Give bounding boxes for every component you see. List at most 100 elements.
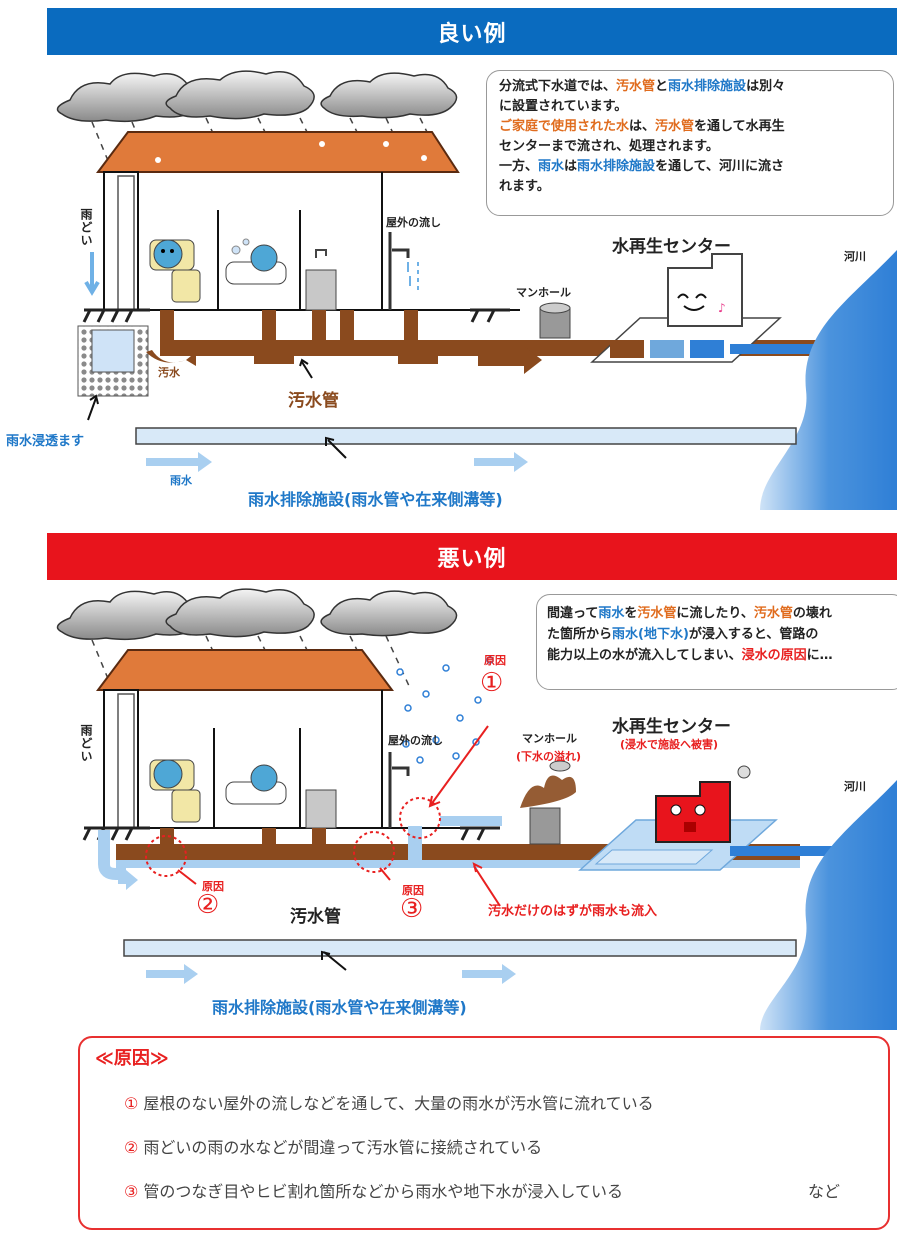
storm-facility-label: 雨水排除施設(雨水管や在来側溝等) <box>212 998 467 1017</box>
explanation-segment: は別々 <box>746 79 786 94</box>
explanation-line: センターまで流され、処理されます。 <box>499 137 881 157</box>
good-explanation-box: 分流式下水道では、汚水管と雨水排除施設は別々に設置されています。ご家庭で使用され… <box>486 70 894 216</box>
bad-example-banner: 悪い例 <box>47 533 897 580</box>
kitchen-sink-icon <box>305 789 337 829</box>
cause-item-text: 管のつなぎ目やヒビ割れ箇所などから雨水や地下水が浸入している <box>138 1182 623 1201</box>
explanation-segment: れます。 <box>499 179 550 194</box>
good-example-banner: 良い例 <box>47 8 897 55</box>
gutter-label: 雨どい <box>79 208 93 247</box>
good-example-title: 良い例 <box>437 21 507 47</box>
cause-number-1: ① <box>480 668 504 698</box>
manhole-icon <box>539 302 571 339</box>
cause-word-3: 原因 <box>402 884 424 897</box>
cause-item-text: 雨どいの雨の水などが間違って汚水管に接続されている <box>138 1138 543 1157</box>
pointer-arrows <box>87 358 347 459</box>
explanation-segment: 雨水 <box>538 159 565 174</box>
explanation-segment: 浸水の原因 <box>741 648 807 663</box>
storm-drain-pipe <box>135 427 797 472</box>
outflow-pipe <box>730 344 850 354</box>
bad-example-title: 悪い例 <box>437 546 507 572</box>
sewage-pipe-label: 汚水管 <box>288 391 339 411</box>
cause-word-1: 原因 <box>484 654 506 667</box>
inflow-note-label: 汚水だけのはずが雨水も流入 <box>488 904 658 919</box>
sewage-pipe-label: 汚水管 <box>290 907 341 927</box>
explanation-segment: センターまで流され、処理されます。 <box>499 139 719 154</box>
explanation-line: た箇所から雨水(地下水)が浸入すると、管路の <box>547 624 895 645</box>
explanation-segment: を通して水再生 <box>694 119 785 134</box>
explanation-segment: に流したり、 <box>676 606 754 621</box>
cause-etc-label: など <box>808 1182 841 1201</box>
stormwater-in-sewer <box>116 816 800 868</box>
river-shape <box>760 780 897 1030</box>
cause-item-number: ① <box>124 1094 139 1113</box>
explanation-segment: 汚水管 <box>616 79 656 94</box>
treatment-center-bad <box>578 765 778 871</box>
explanation-segment: 雨水(地下水) <box>612 627 689 642</box>
manhole-overflow-icon <box>520 760 576 845</box>
manhole-note-label: (下水の溢れ) <box>516 750 582 763</box>
explanation-segment: 雨水排除施設 <box>577 159 656 174</box>
causes-box <box>78 1036 890 1230</box>
good-explanation-text: 分流式下水道では、汚水管と雨水排除施設は別々に設置されています。ご家庭で使用され… <box>499 77 881 197</box>
house-walls <box>103 689 500 829</box>
explanation-line: 能力以上の水が流入してしまい、浸水の原因に… <box>547 645 895 666</box>
rain-small-label: 雨水 <box>170 474 192 487</box>
explanation-segment: た箇所から <box>547 627 613 642</box>
treatment-center-label: 水再生センター <box>612 237 731 257</box>
explanation-line: 一方、雨水は雨水排除施設を通して、河川に流さ <box>499 157 881 177</box>
causes-title: ≪原因≫ <box>95 1048 169 1069</box>
explanation-segment: 雨水 <box>598 606 625 621</box>
explanation-segment: は、 <box>629 119 656 134</box>
mascot-bath-icon <box>225 764 287 805</box>
mascot-bath-icon <box>225 238 287 285</box>
good-example-illustration: ♪ <box>56 70 897 510</box>
gutter-flow-arrow-icon <box>118 870 138 890</box>
ground-hatch <box>82 308 510 323</box>
explanation-segment: に… <box>806 648 833 663</box>
explanation-segment: の壊れ <box>792 606 832 621</box>
explanation-segment: に設置されています。 <box>499 99 628 114</box>
gutter-arrow-icon <box>84 252 100 296</box>
explanation-line: ご家庭で使用された水は、汚水管を通して水再生 <box>499 117 881 137</box>
outdoor-sink-label: 屋外の流し <box>386 216 441 229</box>
sewage-small-label: 汚水 <box>158 366 180 379</box>
explanation-line: 間違って雨水を汚水管に流したり、汚水管の壊れ <box>547 603 895 624</box>
river-label: 河川 <box>844 250 866 263</box>
cause-item-2: ② 雨どいの雨の水などが間違って汚水管に接続されている <box>124 1134 542 1158</box>
explanation-segment: と <box>655 79 669 94</box>
storm-drain-pipe <box>123 939 797 984</box>
pointer-arrows <box>321 950 347 971</box>
explanation-segment: 汚水管 <box>637 606 677 621</box>
gutter-pipe <box>117 693 135 829</box>
cause-item-number: ② <box>124 1138 139 1157</box>
explanation-segment: 汚水管 <box>655 119 695 134</box>
cause-markers <box>145 797 441 877</box>
outflow-pipe <box>730 846 850 856</box>
outdoor-tap-icon <box>388 232 419 310</box>
outdoor-sink-label: 屋外の流し <box>388 734 443 747</box>
house-roof <box>96 649 394 691</box>
infiltration-label: 雨水浸透ます <box>6 434 85 449</box>
cloud-icon <box>56 70 458 123</box>
explanation-segment: 一方、 <box>499 159 539 174</box>
mascot-toilet-icon <box>149 759 201 823</box>
manhole-label: マンホール <box>522 732 577 745</box>
misconnected-gutter <box>98 830 126 880</box>
gutter-label: 雨どい <box>79 724 93 763</box>
svg-text:♪: ♪ <box>718 301 726 315</box>
explanation-segment: 分流式下水道では、 <box>499 79 617 94</box>
cause-number-3: ③ <box>400 894 424 924</box>
river-label: 河川 <box>844 780 866 793</box>
cause-item-3: ③ 管のつなぎ目やヒビ割れ箇所などから雨水や地下水が浸入している <box>124 1178 623 1202</box>
house-roof <box>96 131 460 173</box>
explanation-segment: 雨水排除施設 <box>668 79 747 94</box>
river-shape <box>760 250 897 510</box>
treatment-center-note-label: (浸水で施設へ被害) <box>620 738 719 751</box>
explanation-line: に設置されています。 <box>499 97 881 117</box>
bad-explanation-text: 間違って雨水を汚水管に流したり、汚水管の壊れた箇所から雨水(地下水)が浸入すると… <box>547 603 895 666</box>
storm-facility-label: 雨水排除施設(雨水管や在来側溝等) <box>248 490 503 509</box>
explanation-segment: 間違って <box>547 606 599 621</box>
explanation-segment: が浸入すると、管路の <box>688 627 819 642</box>
explanation-segment: 能力以上の水が流入してしまい、 <box>547 648 742 663</box>
explanation-segment: 汚水管 <box>753 606 793 621</box>
